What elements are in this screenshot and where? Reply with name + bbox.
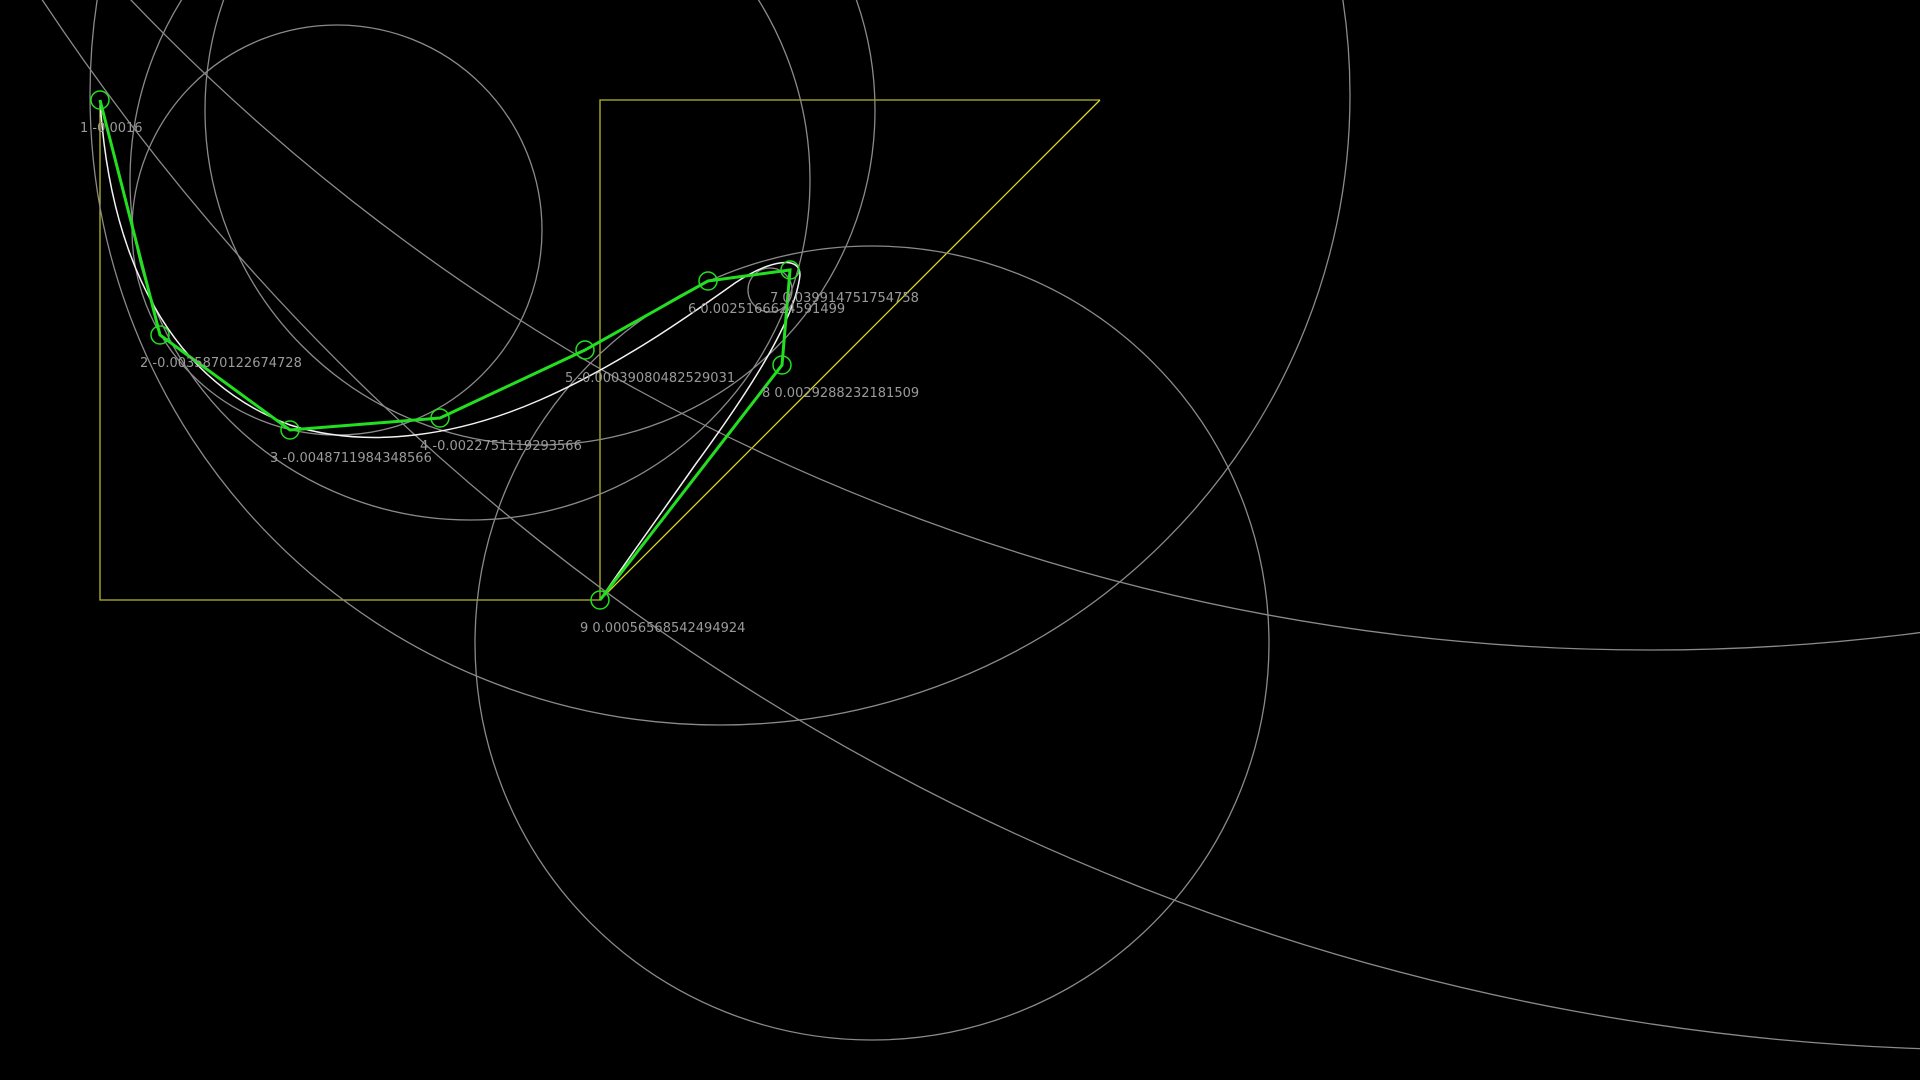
osculating-circle-4 — [89, 0, 1351, 726]
point-label-1: 1 -0.0016 — [80, 121, 143, 136]
osculating-circle-3 — [204, 0, 876, 446]
point-label-7: 7 0.039914751754758 — [770, 291, 919, 306]
vertex-marker-1[interactable] — [90, 90, 110, 110]
point-label-4: 4 -0.0022751119293566 — [420, 439, 582, 454]
point-label-3: 3 -0.0048711984348566 — [270, 451, 432, 466]
smooth-curve — [99, 99, 801, 601]
vertex-marker-2[interactable] — [150, 325, 170, 345]
osculating-circle-5 — [474, 245, 1270, 1041]
vertex-marker-5[interactable] — [575, 340, 595, 360]
osculating-circle-1 — [131, 24, 543, 436]
guide-left-box — [99, 99, 1100, 601]
vertex-marker-3[interactable] — [280, 420, 300, 440]
vertex-marker-4[interactable] — [430, 408, 450, 428]
vertex-marker-6[interactable] — [698, 271, 718, 291]
vertex-marker-9[interactable] — [590, 590, 610, 610]
osculating-circle-2 — [129, 0, 811, 521]
guide-diagonal — [599, 99, 1101, 601]
point-labels: 1 -0.0016 2 -0.0035870122674728 3 -0.004… — [80, 121, 919, 636]
point-label-9: 9 0.00056568542494924 — [580, 621, 745, 636]
point-label-2: 2 -0.0035870122674728 — [140, 356, 302, 371]
point-label-6: 6 0.0025166624591499 — [688, 302, 845, 317]
guide-lines — [99, 99, 1101, 601]
osculating-circle-6 — [747, 267, 793, 313]
vertex-marker-7[interactable] — [780, 260, 800, 280]
point-label-8: 8 0.0029288232181509 — [762, 386, 919, 401]
control-polyline — [98, 99, 792, 601]
vertex-markers — [90, 90, 800, 610]
osculating-circle-8 — [130, 0, 1920, 651]
point-label-5: 5 -0.00039080482529031 — [565, 371, 735, 386]
osculating-circles — [42, 0, 1920, 1049]
vertex-marker-8[interactable] — [772, 355, 792, 375]
osculating-circle-7 — [42, 0, 1920, 1049]
